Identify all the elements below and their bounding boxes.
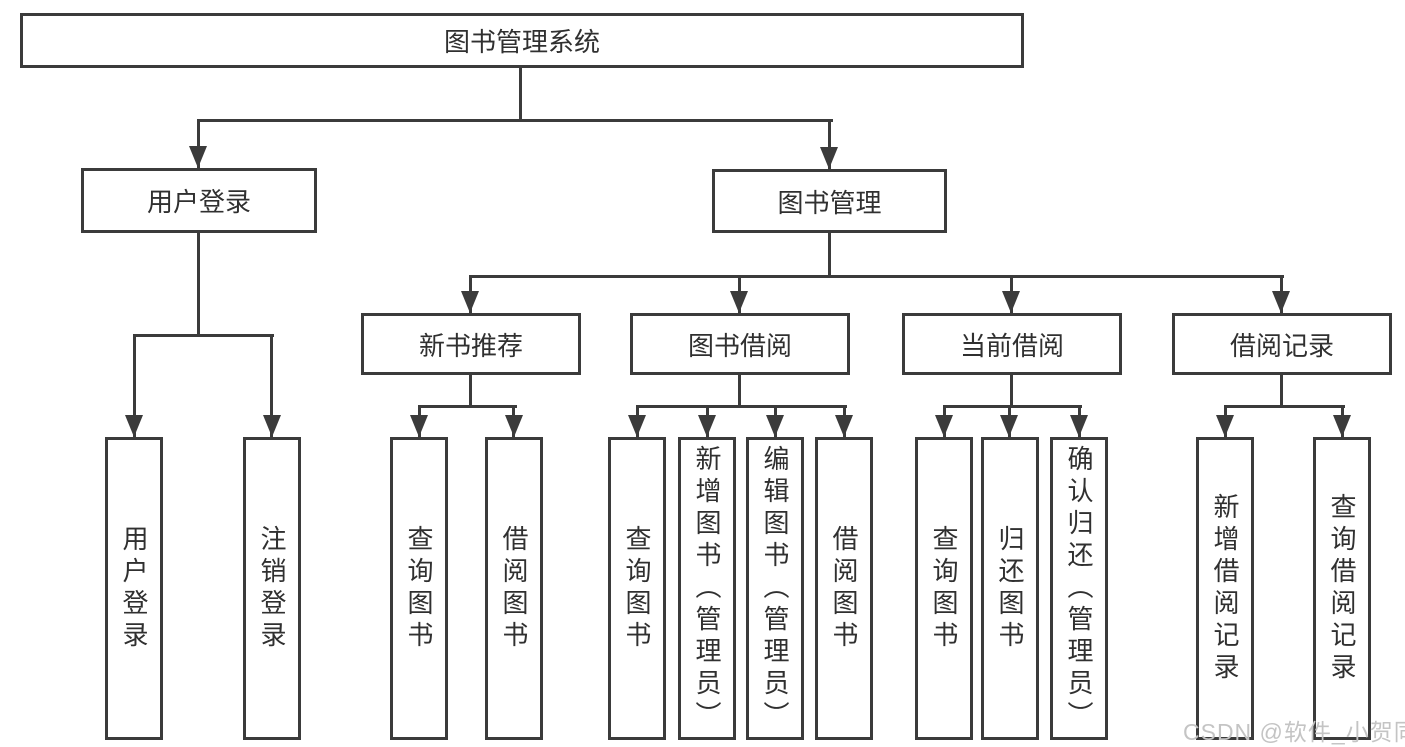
arrow-down-icon [1333, 415, 1351, 437]
arrow-down-icon [410, 415, 428, 437]
leaf-current-return-books: 归还图书 [981, 437, 1039, 740]
arrow-down-icon [263, 415, 281, 437]
arrow-down-icon [461, 291, 479, 313]
node-borrowing-records: 借阅记录 [1172, 313, 1392, 375]
arrow-down-icon [505, 415, 523, 437]
connector-root-stem [519, 68, 522, 121]
arrow-down-icon [189, 146, 207, 168]
connector-new-book-rec-stem [469, 375, 472, 407]
connector-book-mgmt-stem [828, 233, 831, 277]
connector-to-book-mgmt [828, 119, 831, 169]
leaf-logout: 注销登录 [243, 437, 301, 740]
connector-current-borrow-stem [1010, 375, 1013, 407]
leaf-current-query-books: 查询图书 [915, 437, 973, 740]
connector-to-leaf-logout [270, 334, 273, 437]
connector-book-mgmt-rail [469, 275, 1284, 278]
leaf-current-confirm-return-admin: 确认归还（管理员） [1050, 437, 1108, 740]
arrow-down-icon [125, 415, 143, 437]
connector-book-borrow-rail [636, 405, 847, 408]
leaf-borrow-borrow-books: 借阅图书 [815, 437, 873, 740]
leaf-borrow-query-books: 查询图书 [608, 437, 666, 740]
arrow-down-icon [1002, 291, 1020, 313]
leaf-records-query-record: 查询借阅记录 [1313, 437, 1371, 740]
connector-book-borrow-stem [738, 375, 741, 407]
arrow-down-icon [730, 291, 748, 313]
leaf-rec-borrow-books: 借阅图书 [485, 437, 543, 740]
leaf-rec-query-books: 查询图书 [390, 437, 448, 740]
arrow-down-icon [935, 415, 953, 437]
node-book-borrowing: 图书借阅 [630, 313, 850, 375]
connector-new-book-rec-rail [418, 405, 517, 408]
connector-user-login-stem [197, 233, 200, 336]
arrow-down-icon [1070, 415, 1088, 437]
arrow-down-icon [698, 415, 716, 437]
csdn-watermark: CSDN @软件_小贺同学 [1183, 719, 1405, 745]
leaf-user-login: 用户登录 [105, 437, 163, 740]
connector-current-borrow-rail [943, 405, 1082, 408]
arrow-down-icon [628, 415, 646, 437]
leaf-records-add-record: 新增借阅记录 [1196, 437, 1254, 740]
arrow-down-icon [1272, 291, 1290, 313]
node-user-login: 用户登录 [81, 168, 317, 233]
arrow-down-icon [766, 415, 784, 437]
leaf-borrow-add-book-admin: 新增图书（管理员） [678, 437, 736, 740]
arrow-down-icon [1000, 415, 1018, 437]
arrow-down-icon [820, 147, 838, 169]
connector-root-rail [197, 119, 833, 122]
connector-to-leaf-user-login [133, 334, 136, 437]
connector-borrow-records-stem [1280, 375, 1283, 407]
arrow-down-icon [835, 415, 853, 437]
arrow-down-icon [1216, 415, 1234, 437]
node-current-borrowing: 当前借阅 [902, 313, 1122, 375]
connector-borrow-records-rail [1224, 405, 1345, 408]
connector-user-login-rail [133, 334, 274, 337]
node-library-management-system: 图书管理系统 [20, 13, 1024, 68]
leaf-borrow-edit-book-admin: 编辑图书（管理员） [746, 437, 804, 740]
node-book-management: 图书管理 [712, 169, 947, 233]
connector-to-user-login [197, 119, 200, 168]
node-new-book-recommend: 新书推荐 [361, 313, 581, 375]
